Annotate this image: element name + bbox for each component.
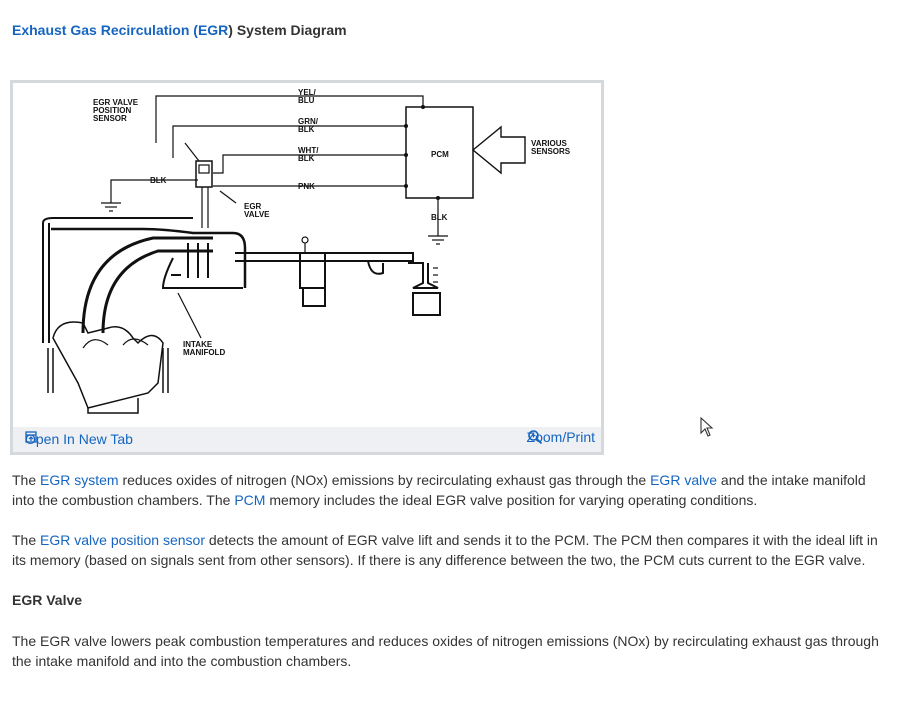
svg-text:POSITION: POSITION: [93, 106, 131, 115]
label-yel-1: YEL/: [298, 88, 317, 97]
wire-grn-blk: [172, 125, 406, 158]
svg-text:BLK: BLK: [431, 213, 448, 222]
label-pcm: PCM: [431, 150, 449, 159]
label-intake-1: INTAKE: [183, 340, 213, 349]
label-wht-1: WHT/: [298, 146, 319, 155]
label-various-2: SENSORS: [531, 147, 571, 156]
svg-text:PNK: PNK: [298, 182, 315, 191]
svg-text:BLK: BLK: [298, 125, 315, 134]
title-egr-link[interactable]: EGR: [197, 22, 229, 38]
para1-text-2: reduces oxides of nitrogen (NOx) emissio…: [118, 472, 651, 488]
wire-blk-left: [110, 179, 198, 203]
open-new-tab-label: Open In New Tab: [25, 431, 133, 447]
label-egr-pos-2: POSITION: [93, 106, 131, 115]
svg-text:YEL/: YEL/: [298, 88, 317, 97]
label-intake-2: MANIFOLD: [183, 348, 225, 357]
label-egr-pos-3: SENSOR: [93, 114, 127, 123]
para1-text-1: The: [12, 472, 41, 488]
para1-text-3: and the intake manifold into the combust…: [12, 472, 866, 508]
svg-text:SENSORS: SENSORS: [531, 147, 571, 156]
para2-text-1: The: [12, 532, 41, 548]
svg-text:PCM: PCM: [431, 150, 449, 159]
svg-text:EGR: EGR: [244, 202, 262, 211]
label-wht-2: BLK: [298, 154, 315, 163]
paragraph-egr-valve: The EGR valve lowers peak combustion tem…: [12, 633, 879, 669]
egr-valve-position-sensor-link[interactable]: EGR valve position sensor: [40, 532, 205, 548]
label-blk-left: BLK: [150, 176, 167, 185]
svg-text:VALVE: VALVE: [244, 210, 270, 219]
label-blk-pcm: BLK: [431, 213, 448, 222]
label-grn-1: GRN/: [298, 117, 319, 126]
page-title: Exhaust Gas Recirculation (EGR) System D…: [12, 22, 347, 38]
subheading-egr-valve: EGR Valve: [12, 592, 83, 608]
paragraph-egr-system: The EGR system reduces oxides of nitroge…: [12, 470, 892, 510]
wire-yel-blu: [155, 95, 424, 143]
title-part1: Exhaust Gas Recirculation (: [12, 22, 198, 38]
svg-text:INTAKE: INTAKE: [183, 340, 213, 349]
open-new-tab-icon: [25, 431, 37, 443]
paragraph-egr-sensor: The EGR valve position sensor detects th…: [12, 530, 892, 570]
zoom-print-button[interactable]: Zoom/Print: [527, 429, 595, 445]
label-egr-valve-1: EGR: [244, 202, 262, 211]
label-egr-pos-1: EGR VALVE: [93, 98, 139, 107]
various-sensors-arrow: [471, 125, 526, 175]
title-part3: ) System Diagram: [228, 22, 347, 38]
egr-system-link[interactable]: EGR system: [40, 472, 119, 488]
open-new-tab-button[interactable]: Open In New Tab: [25, 431, 133, 447]
label-egr-valve-2: VALVE: [244, 210, 270, 219]
svg-text:GRN/: GRN/: [298, 117, 319, 126]
svg-text:WHT/: WHT/: [298, 146, 319, 155]
label-pnk: PNK: [298, 182, 315, 191]
label-yel-2: BLU: [298, 96, 315, 105]
egr-diagram: EGR VALVE POSITION SENSOR YEL/ BLU GRN/ …: [42, 88, 571, 414]
label-grn-2: BLK: [298, 125, 315, 134]
para1-text-4: memory includes the ideal EGR valve posi…: [265, 492, 758, 508]
pcm-link[interactable]: PCM: [234, 492, 266, 508]
svg-text:BLK: BLK: [298, 154, 315, 163]
svg-text:VARIOUS: VARIOUS: [531, 139, 568, 148]
para2-text-2: detects the amount of EGR valve lift and…: [12, 532, 878, 568]
wire-wht-blk: [213, 154, 406, 174]
zoom-icon: [527, 430, 542, 445]
svg-text:BLK: BLK: [150, 176, 167, 185]
figure-toolbar: Open In New Tab Zoom/Print: [13, 427, 601, 452]
svg-text:MANIFOLD: MANIFOLD: [183, 348, 225, 357]
zoom-print-label: Zoom/Print: [526, 429, 595, 445]
label-various-1: VARIOUS: [531, 139, 568, 148]
egr-diagram-figure: EGR VALVE POSITION SENSOR YEL/ BLU GRN/ …: [10, 80, 604, 455]
svg-text:SENSOR: SENSOR: [93, 114, 127, 123]
mouse-cursor-icon: [700, 417, 714, 437]
svg-text:EGR VALVE: EGR VALVE: [93, 98, 139, 107]
egr-valve-link[interactable]: EGR valve: [650, 472, 718, 488]
svg-text:BLU: BLU: [298, 96, 315, 105]
